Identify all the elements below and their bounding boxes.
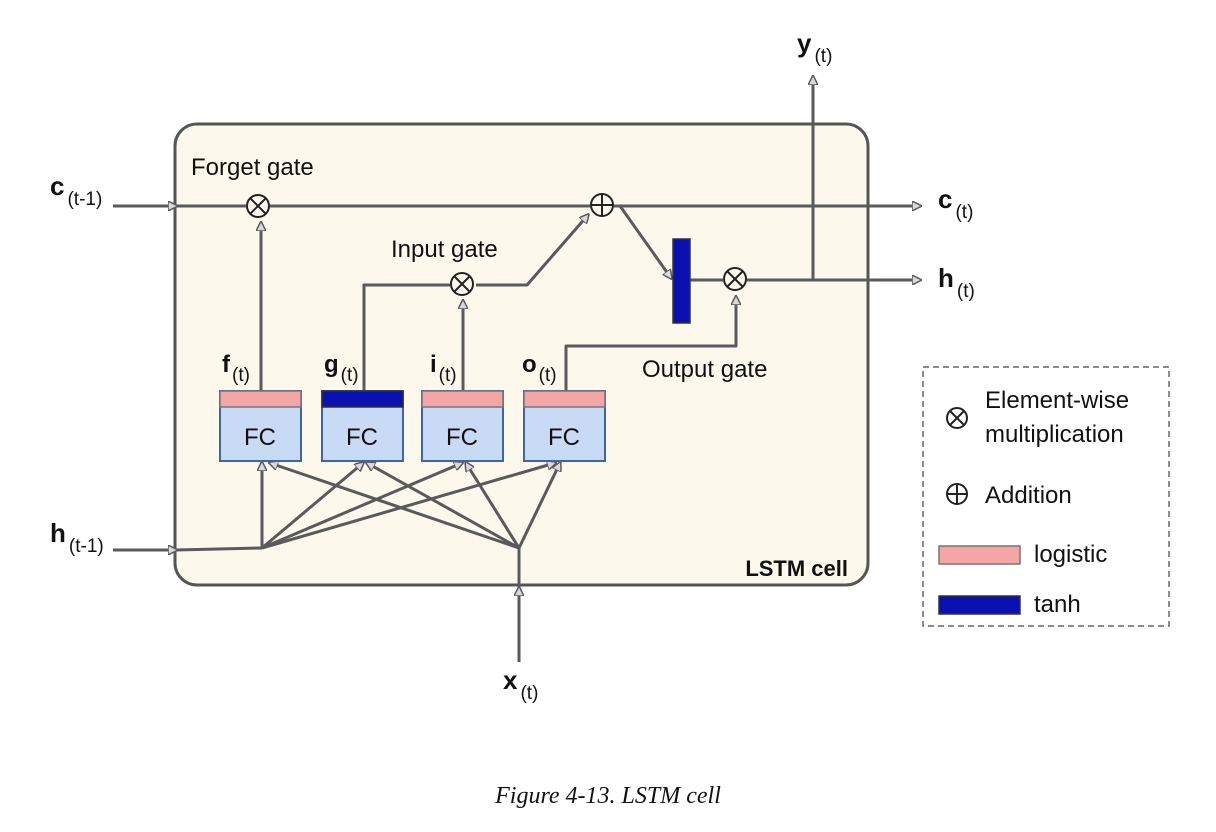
input-multiply-icon	[450, 272, 474, 296]
legend-add-label: Addition	[985, 482, 1072, 509]
label-g: g(t)	[324, 351, 359, 386]
x-to-fc-g-arrow	[367, 463, 520, 550]
fc-label: FC	[548, 424, 580, 451]
fc-unit-f: FC	[219, 390, 302, 462]
fc-unit-i: FC	[421, 390, 504, 462]
fc-label: FC	[244, 424, 276, 451]
lstm-diagram: LSTM cell	[50, 28, 1170, 704]
label-i: i(t)	[430, 351, 457, 386]
legend-logistic-label: logistic	[1034, 541, 1107, 568]
x-to-fc-i-arrow	[466, 463, 521, 549]
h-to-fc-g-arrow	[261, 463, 363, 550]
g-to-input-wire	[362, 283, 450, 391]
add-icon	[590, 193, 614, 217]
lstm-cell-box	[173, 122, 870, 587]
y-label: y(t)	[797, 28, 832, 67]
x-to-fc-o-arrow	[517, 463, 560, 549]
x-to-fc-f-arrow	[270, 463, 520, 550]
legend-multiply-icon	[946, 407, 968, 429]
legend-tanh-swatch	[938, 595, 1021, 615]
label-f: f(t)	[222, 351, 250, 386]
fc-label: FC	[446, 424, 478, 451]
legend-multiply-line1: Element-wise	[985, 387, 1129, 414]
output-gate-label: Output gate	[642, 356, 767, 383]
h-to-fc-o-arrow	[261, 463, 555, 550]
input-gate-label: Input gate	[391, 236, 498, 263]
h-to-fc-i-arrow	[261, 463, 462, 550]
h-prev-wire	[175, 546, 263, 552]
legend-logistic-swatch	[938, 545, 1021, 565]
figure-caption: Figure 4-13. LSTM cell	[495, 783, 721, 809]
legend-tanh-label: tanh	[1034, 591, 1081, 618]
output-multiply-icon	[723, 267, 747, 291]
label-o: o(t)	[522, 351, 557, 386]
forget-gate-label: Forget gate	[191, 154, 314, 181]
o-to-output-arrow	[564, 297, 736, 391]
c-out-label: c(t)	[938, 184, 973, 223]
lstm-cell-label: LSTM cell	[745, 556, 848, 581]
forget-multiply-icon	[246, 194, 270, 218]
legend-multiply-line2: multiplication	[985, 421, 1124, 448]
fc-unit-g: FC	[321, 390, 404, 462]
fc-label: FC	[346, 424, 378, 451]
c-prev-label: c(t-1)	[50, 171, 102, 210]
c-to-tanh-arrow	[618, 205, 671, 278]
legend-add-icon	[946, 483, 968, 505]
legend: Element-wise multiplication Addition log…	[922, 366, 1170, 627]
input-to-add-arrow	[476, 215, 588, 287]
fc-unit-o: FC	[523, 390, 606, 462]
x-label: x(t)	[503, 665, 538, 704]
tanh-activation-bar	[672, 238, 691, 324]
h-out-label: h(t)	[938, 263, 975, 302]
h-prev-label: h(t-1)	[50, 518, 104, 557]
